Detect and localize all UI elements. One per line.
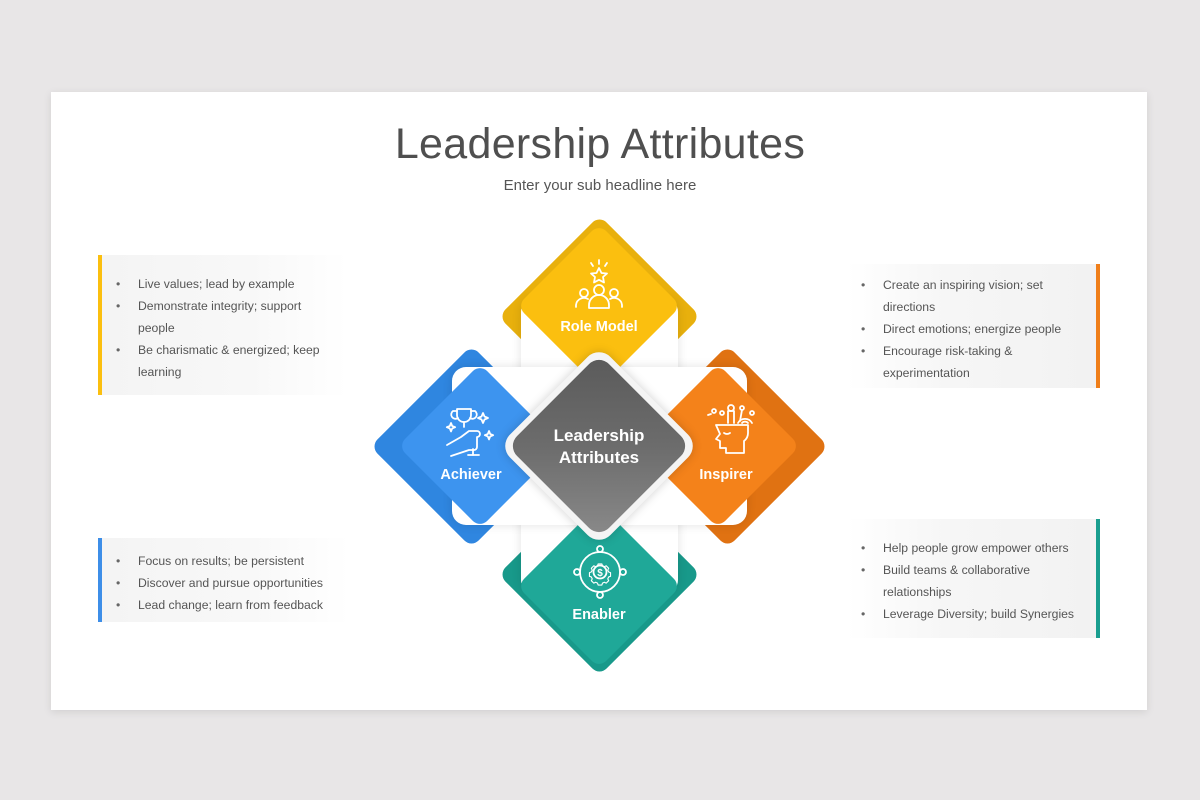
page-subtitle: Enter your sub headline here <box>503 177 697 194</box>
role-model-box: Live values; lead by example Demonstrate… <box>98 255 348 395</box>
center-label-line2: Attributes <box>558 448 640 467</box>
achiever-box: Focus on results; be persistent Discover… <box>98 538 350 622</box>
leader-star-icon <box>575 259 623 309</box>
list-item: Be charismatic & energized; keep learnin… <box>102 339 348 383</box>
achiever-label: Achiever <box>440 467 502 483</box>
role-model-label: Role Model <box>560 319 638 335</box>
list-item: Build teams & collaborative relationship… <box>847 559 1096 603</box>
list-item: Live values; lead by example <box>102 273 348 295</box>
list-item: Discover and pursue opportunities <box>102 572 350 594</box>
enabler-label: Enabler <box>572 607 626 623</box>
trophy-hand-icon <box>445 408 495 457</box>
list-item: Demonstrate integrity; support people <box>102 295 348 339</box>
page-title: Leadership Attributes <box>394 120 806 168</box>
list-item: Direct emotions; energize people <box>847 318 1096 340</box>
list-item: Focus on results; be persistent <box>102 550 350 572</box>
list-item: Lead change; learn from feedback <box>102 594 350 616</box>
list-item: Encourage risk-taking & experimentation <box>847 340 1096 384</box>
gear-dollar-icon: $ <box>573 545 627 599</box>
list-item: Create an inspiring vision; set directio… <box>847 274 1096 318</box>
idea-head-icon <box>707 404 755 454</box>
inspirer-box: Create an inspiring vision; set directio… <box>847 264 1100 388</box>
svg-text:$: $ <box>597 568 603 579</box>
list-item: Leverage Diversity; build Synergies <box>847 603 1096 625</box>
center-label: Leadership Attributes <box>519 425 679 469</box>
list-item: Help people grow empower others <box>847 537 1096 559</box>
enabler-box: Help people grow empower others Build te… <box>847 519 1100 638</box>
center-label-line1: Leadership <box>553 426 645 445</box>
inspirer-label: Inspirer <box>699 467 753 483</box>
